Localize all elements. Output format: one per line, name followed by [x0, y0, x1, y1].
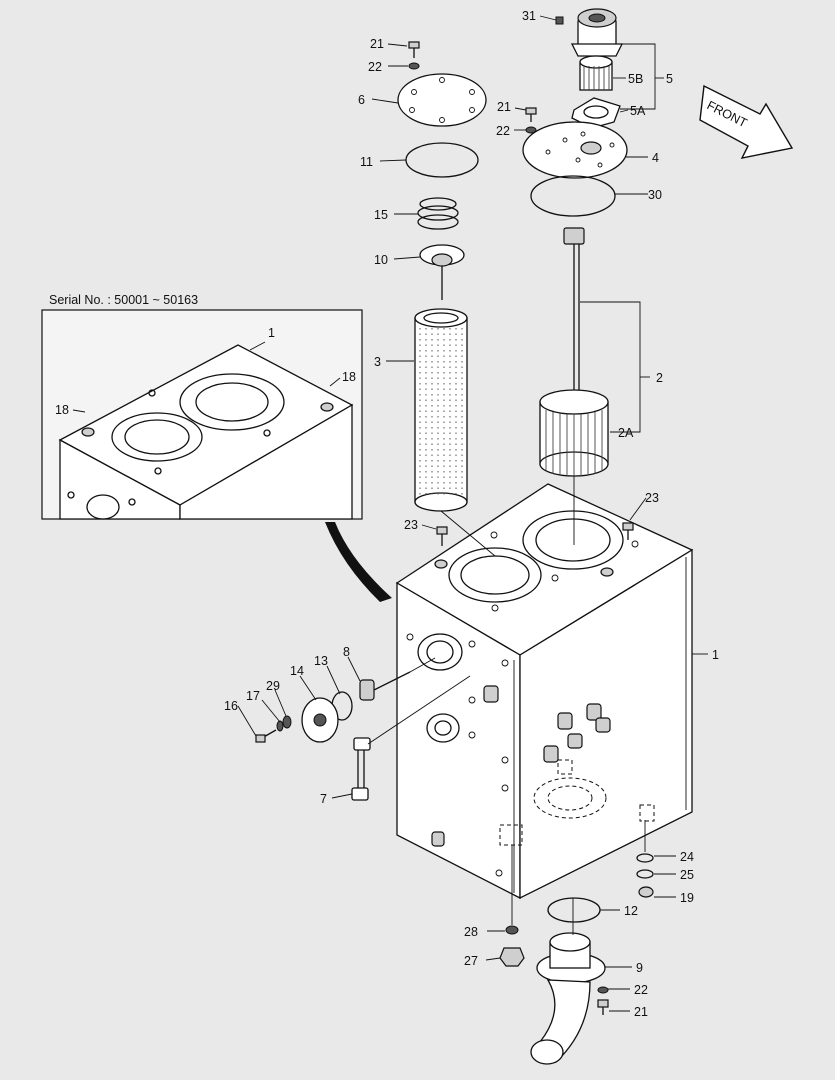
label-21-top: 21 [370, 37, 384, 51]
label-3: 3 [374, 355, 381, 369]
inset-pointer-arrow [325, 522, 392, 602]
label-18-right: 18 [342, 370, 356, 384]
label-4: 4 [652, 151, 659, 165]
label-22-top: 22 [368, 60, 382, 74]
label-19: 19 [680, 891, 694, 905]
label-2a: 2A [618, 426, 634, 440]
hydraulic-tank [395, 483, 694, 900]
label-22-right: 22 [496, 124, 510, 138]
label-24: 24 [680, 850, 694, 864]
label-13: 13 [314, 654, 328, 668]
top-left-parts [397, 41, 496, 557]
label-1: 1 [712, 648, 719, 662]
label-2: 2 [656, 371, 663, 385]
label-15: 15 [374, 208, 388, 222]
label-23-right: 23 [645, 491, 659, 505]
top-right-parts [522, 8, 634, 545]
callout-labels: 31 21 22 6 11 15 10 3 5 5B 5A 21 22 4 30… [224, 9, 719, 1019]
label-1-inset: 1 [268, 326, 275, 340]
label-30: 30 [648, 188, 662, 202]
serial-inset: Serial No. : 50001 ~ 50163 1 18 18 [41, 293, 363, 520]
label-28: 28 [464, 925, 478, 939]
label-11: 11 [360, 155, 373, 169]
label-5b: 5B [628, 72, 643, 86]
label-16: 16 [224, 699, 238, 713]
label-22-bottom: 22 [634, 983, 648, 997]
label-9: 9 [636, 961, 643, 975]
label-17: 17 [246, 689, 260, 703]
serial-number-text: Serial No. : 50001 ~ 50163 [49, 293, 198, 307]
label-6: 6 [358, 93, 365, 107]
label-10: 10 [374, 253, 388, 267]
label-14: 14 [290, 664, 304, 678]
label-18-left: 18 [55, 403, 69, 417]
bottom-parts [499, 820, 654, 1065]
label-5a: 5A [630, 104, 646, 118]
side-port-parts [255, 657, 471, 801]
label-29: 29 [266, 679, 280, 693]
label-27: 27 [464, 954, 478, 968]
front-direction-arrow: FRONT [699, 84, 794, 159]
label-12: 12 [624, 904, 638, 918]
label-21-right: 21 [497, 100, 511, 114]
label-23-left: 23 [404, 518, 418, 532]
label-21-bottom: 21 [634, 1005, 648, 1019]
label-25: 25 [680, 868, 694, 882]
label-31: 31 [522, 9, 536, 23]
label-5: 5 [666, 72, 673, 86]
label-8: 8 [343, 645, 350, 659]
leader-lines [237, 15, 708, 1012]
label-7: 7 [320, 792, 327, 806]
